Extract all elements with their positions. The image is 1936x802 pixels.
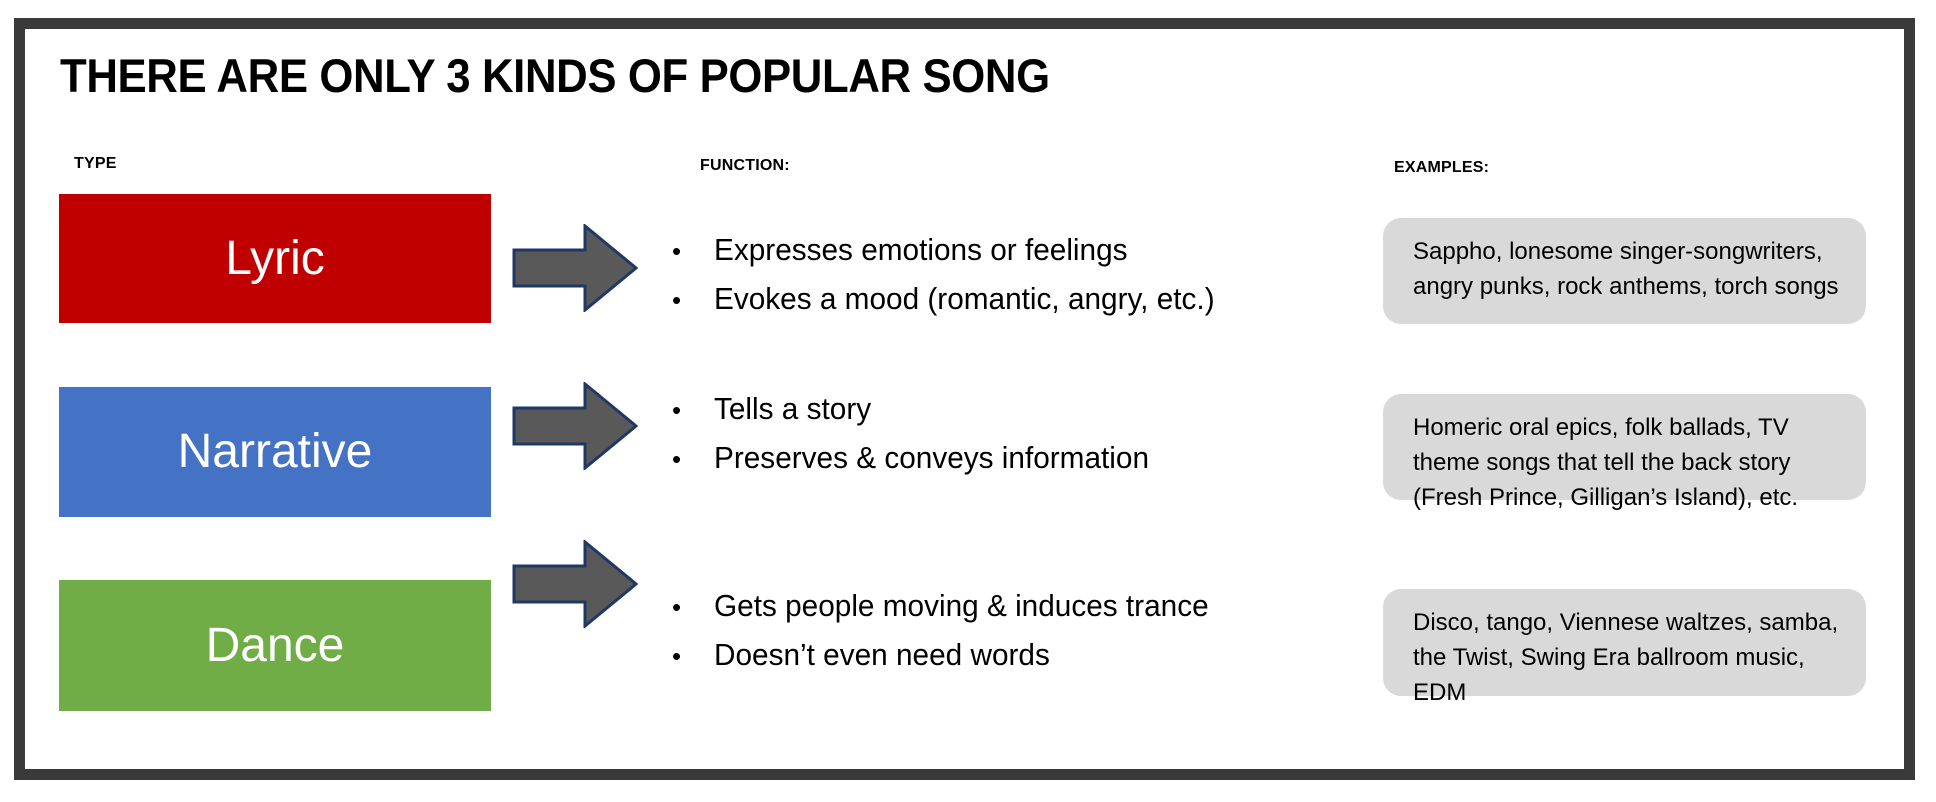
bullet-glyph: • [672, 641, 682, 671]
bullet-glyph: • [672, 395, 682, 425]
list-item-text: Tells a story [714, 391, 872, 426]
type-box-label: Dance [205, 618, 345, 672]
list-item-text: Expresses emotions or feelings [714, 232, 1128, 267]
function-list-narrative: • Tells a story • Preserves & conveys in… [672, 385, 1372, 483]
list-item-text: Evokes a mood (romantic, angry, etc.) [714, 281, 1215, 316]
column-header-type: TYPE [74, 155, 117, 172]
examples-box-narrative: Homeric oral epics, folk ballads, TV the… [1383, 394, 1866, 511]
type-box-narrative[interactable]: Narrative [59, 387, 491, 517]
list-item: • Tells a story [672, 385, 1372, 434]
bullet-glyph: • [672, 592, 682, 622]
bullet-glyph: • [672, 285, 682, 315]
type-box-lyric[interactable]: Lyric [59, 194, 491, 323]
bullet-glyph: • [672, 236, 682, 266]
list-item: • Doesn’t even need words [672, 631, 1372, 680]
right-arrow-icon [512, 382, 638, 470]
list-item-text: Preserves & conveys information [714, 440, 1150, 475]
type-box-label: Narrative [177, 425, 373, 478]
function-list-lyric: • Expresses emotions or feelings • Evoke… [672, 226, 1372, 324]
function-list-dance: • Gets people moving & induces trance • … [672, 582, 1372, 680]
list-item: • Expresses emotions or feelings [672, 226, 1372, 275]
right-arrow-icon [512, 224, 638, 312]
page-title: THERE ARE ONLY 3 KINDS OF POPULAR SONG [60, 49, 1050, 102]
right-arrow-icon [512, 540, 638, 628]
list-item: • Evokes a mood (romantic, angry, etc.) [672, 275, 1372, 324]
column-header-function: FUNCTION: [700, 157, 790, 174]
list-item-text: Gets people moving & induces trance [714, 588, 1209, 623]
type-box-dance[interactable]: Dance [59, 580, 491, 711]
list-item: • Preserves & conveys information [672, 434, 1372, 483]
bullet-glyph: • [672, 444, 682, 474]
column-header-examples: EXAMPLES: [1394, 159, 1490, 176]
examples-box-lyric: Sappho, lonesome singer-songwriters, ang… [1383, 218, 1866, 324]
examples-box-dance: Disco, tango, Viennese waltzes, samba, t… [1383, 589, 1866, 706]
list-item-text: Doesn’t even need words [714, 637, 1050, 672]
type-box-label: Lyric [225, 231, 325, 285]
list-item: • Gets people moving & induces trance [672, 582, 1372, 631]
